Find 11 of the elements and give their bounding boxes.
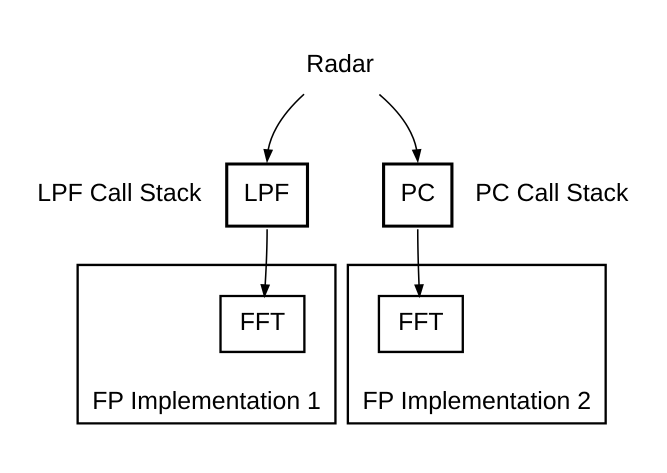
arrow	[378, 93, 422, 163]
node-label: LPF Call Stack	[37, 179, 202, 206]
node-box: FFT	[378, 294, 464, 353]
node-text: Radar	[306, 50, 374, 78]
arrow	[414, 228, 424, 298]
node-label: PC Call Stack	[475, 179, 628, 206]
arrow	[260, 228, 270, 298]
node-box: PC	[382, 162, 454, 228]
node-box: LPF	[225, 162, 310, 228]
node-box: FFT	[219, 294, 306, 353]
arrow	[263, 93, 305, 163]
